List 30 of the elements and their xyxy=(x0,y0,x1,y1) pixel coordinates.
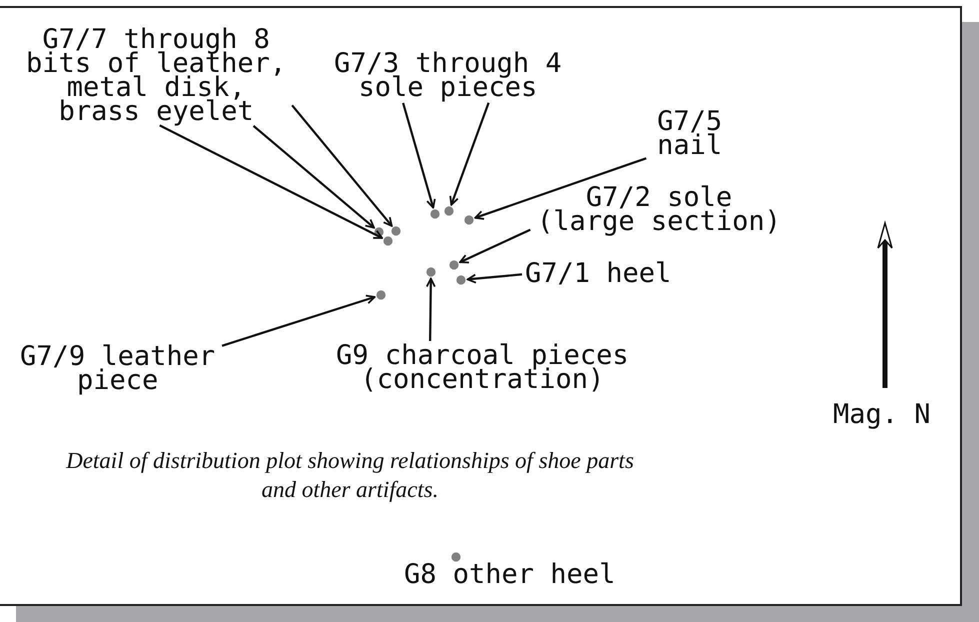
leader-line xyxy=(159,124,383,239)
plot-point xyxy=(464,215,474,225)
label-text: Mag. N xyxy=(833,403,931,427)
leader-line xyxy=(449,102,490,206)
leader-line xyxy=(474,157,647,220)
plot-point xyxy=(449,260,459,270)
callout-text: G7/7 through 8 bits of leather, metal disk, brass eyelet xyxy=(22,28,290,124)
leader-line xyxy=(459,228,531,264)
leader-line xyxy=(466,273,522,284)
caption: Detail of distribution plot showing relationships of shoe parts and other artifacts. xyxy=(64,447,635,504)
plot-point xyxy=(374,227,384,237)
plot-point xyxy=(430,209,440,219)
label-text: G8 other heel xyxy=(404,563,616,587)
callout-text: G7/5 nail xyxy=(649,110,730,158)
callout-text: G7/3 through 4 sole pieces xyxy=(330,52,566,100)
plot-point xyxy=(456,275,466,285)
plot-point xyxy=(376,290,386,300)
plot-point xyxy=(391,226,401,236)
plot-point xyxy=(426,267,436,277)
callout-text: G7/1 heel xyxy=(525,262,672,286)
callout-text: G7/2 sole (large section) xyxy=(533,186,785,234)
plot-point xyxy=(383,236,393,246)
plot-point xyxy=(444,206,454,216)
leader-line xyxy=(291,104,393,227)
callout-text: G7/9 leather piece xyxy=(16,345,220,393)
leader-line xyxy=(426,278,436,342)
callout-text: G9 charcoal pieces (concentration) xyxy=(332,344,633,392)
leader-line xyxy=(222,294,376,347)
leader-line xyxy=(402,102,436,209)
leader-line xyxy=(252,125,375,229)
